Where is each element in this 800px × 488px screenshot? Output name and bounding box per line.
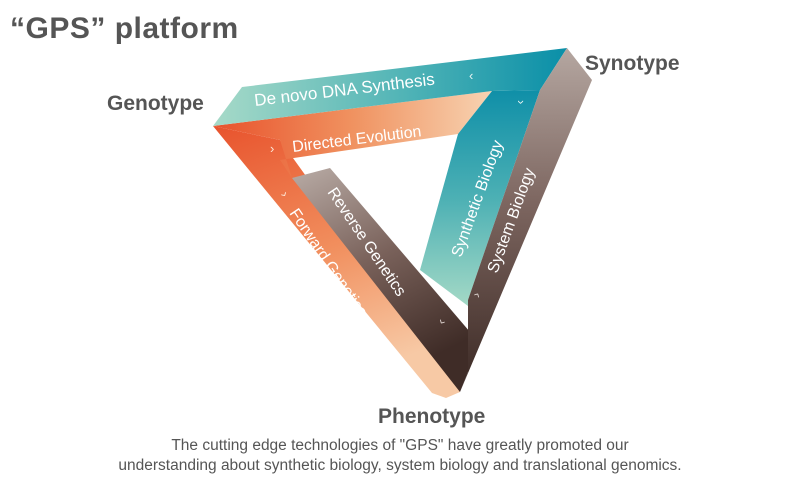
chevron-down-icon: ›	[435, 317, 450, 328]
directed-evolution-band	[213, 91, 492, 178]
chevron-down-icon: ›	[514, 100, 529, 104]
node-genotype: Genotype	[107, 92, 204, 115]
chevron-up-icon: ›	[469, 289, 484, 300]
forward-genetics-band	[213, 126, 460, 398]
system-biology-band	[460, 48, 592, 392]
caption-line-1: The cutting edge technologies of "GPS" h…	[171, 437, 629, 454]
de-novo-band	[213, 48, 567, 126]
chevron-left-icon: ‹	[469, 68, 473, 83]
caption-line-2: understanding about synthetic biology, s…	[118, 457, 682, 474]
node-synotype: Synotype	[585, 52, 680, 75]
node-phenotype: Phenotype	[378, 405, 485, 428]
chevron-down-icon: ›	[277, 188, 292, 199]
synthetic-biology-band	[420, 90, 540, 306]
reverse-genetics-band	[292, 168, 470, 392]
chevron-right-icon: ›	[270, 141, 274, 156]
page-title: “GPS” platform	[10, 12, 239, 45]
